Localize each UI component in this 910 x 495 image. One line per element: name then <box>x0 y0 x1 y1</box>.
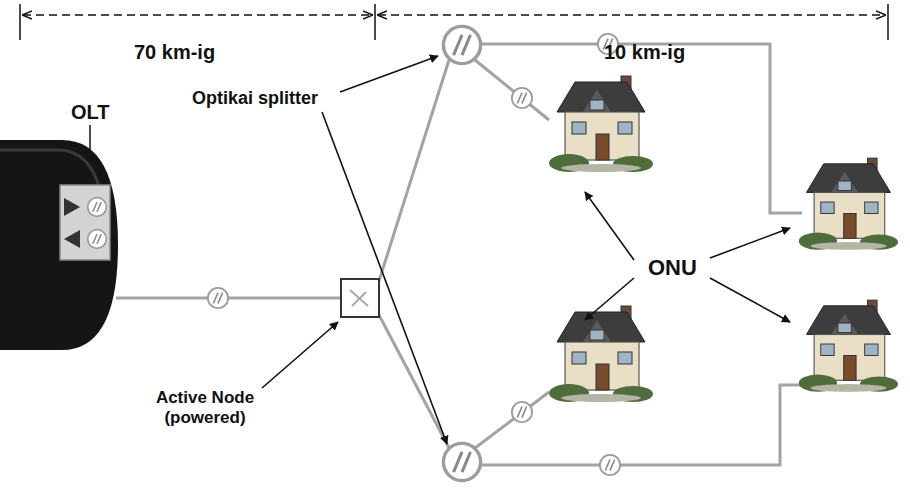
active-node-label: Active Node (powered) <box>140 388 270 429</box>
fibre-lines <box>116 44 802 465</box>
callout-arrows <box>262 56 790 444</box>
onu-houses <box>549 76 898 402</box>
onu-label: ONU <box>648 255 697 281</box>
dimension-label: 70 km-ig <box>134 40 215 64</box>
olt-label: OLT <box>71 100 110 124</box>
active-node-box <box>341 279 379 317</box>
olt-cabinet <box>0 125 118 350</box>
splitter-label: Optikai splitter <box>192 88 318 110</box>
dimension-label: 10 km-ig <box>604 40 685 64</box>
optical-splitters <box>443 26 480 480</box>
